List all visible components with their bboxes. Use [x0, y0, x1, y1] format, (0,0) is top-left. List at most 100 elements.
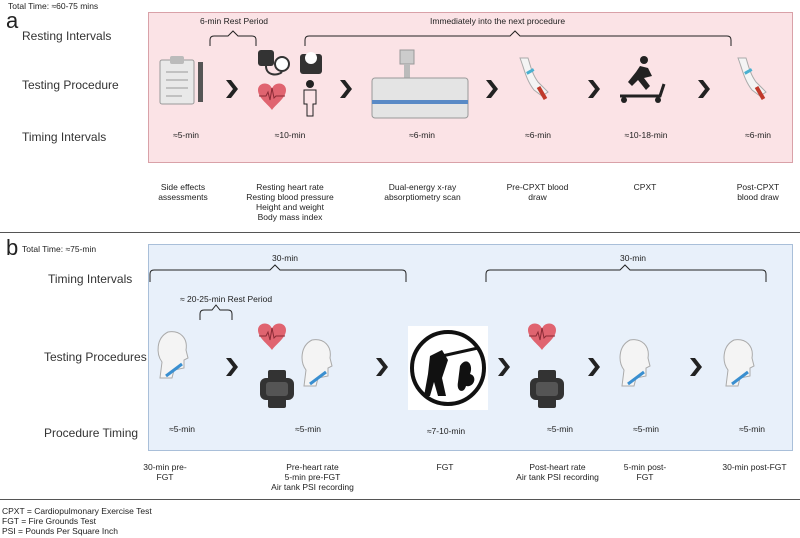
- desc-a-2-line: Height and weight: [255, 202, 325, 212]
- desc-b-1-line: FGT: [156, 472, 174, 482]
- rest-period-b-brace: [199, 304, 233, 320]
- desc-a-2-line: Resting blood pressure: [246, 192, 334, 202]
- blood-draw-arm-icon: [737, 57, 767, 101]
- desc-a-6-line: Post-CPXT: [736, 182, 780, 192]
- row-label-timing-intervals: Timing Intervals: [22, 130, 107, 144]
- desc-b-3-line: FGT: [436, 462, 454, 472]
- desc-a-2: Resting heart rate Resting blood pressur…: [235, 182, 345, 222]
- desc-b-1-line: 30-min pre-: [143, 462, 187, 472]
- clipboard-icon: [159, 56, 203, 105]
- panel-a-letter: a: [6, 8, 19, 33]
- section-divider: [0, 232, 800, 233]
- timing-b-6: ≈5-min: [739, 424, 765, 434]
- row-label-testing-procedure: Testing Procedure: [22, 78, 119, 92]
- desc-b-4: Post-heart rate Air tank PSI recording: [500, 462, 615, 482]
- timing-a-3: ≈6-min: [409, 130, 435, 140]
- row-label-timing-intervals-b: Timing Intervals: [48, 272, 133, 286]
- desc-b-4-line: Post-heart rate: [529, 462, 586, 472]
- smartwatch-icon: [530, 370, 564, 408]
- chevron-right-icon: [698, 80, 710, 98]
- blood-draw-arm-icon: [519, 57, 549, 101]
- desc-a-4-line: draw: [528, 192, 547, 202]
- desc-b-5: 5-min post- FGT: [610, 462, 680, 482]
- dxa-scanner-icon: [371, 49, 469, 119]
- panel-b-total-time: Total Time: ≈75-min: [22, 244, 97, 254]
- chevron-right-icon: [690, 358, 702, 376]
- rest-period-label: 6-min Rest Period: [200, 16, 269, 26]
- desc-b-4-line: Air tank PSI recording: [516, 472, 599, 482]
- interval-right-label: 30-min: [620, 253, 646, 263]
- interval-left-label: 30-min: [272, 253, 298, 263]
- desc-a-4-line: Pre-CPXT blood: [506, 182, 569, 192]
- spirometry-head-icon: [722, 338, 756, 388]
- scale-icon: [300, 52, 322, 74]
- firefighter-icon: [408, 326, 488, 410]
- chevron-right-icon: [588, 358, 600, 376]
- footnotes: CPXT = Cardiopulmonary Exercise Test FGT…: [2, 506, 152, 536]
- chevron-right-icon: [498, 358, 510, 376]
- timing-a-5: ≈10-18-min: [624, 130, 668, 140]
- desc-a-5: CPXT: [610, 182, 680, 192]
- desc-b-5-line: 5-min post-: [623, 462, 667, 472]
- spirometry-head-icon: [618, 338, 652, 388]
- chevron-right-icon: [376, 358, 388, 376]
- desc-b-2-line: Pre-heart rate: [286, 462, 339, 472]
- row-label-testing-procedures: Testing Procedures: [44, 350, 147, 364]
- timing-b-3: ≈7-10-min: [426, 426, 466, 436]
- heart-icon: [257, 82, 287, 111]
- rest-period-brace: [209, 30, 257, 46]
- footnote-fgt: FGT = Fire Grounds Test: [2, 516, 96, 526]
- timing-b-5: ≈5-min: [633, 424, 659, 434]
- desc-a-5-line: CPXT: [633, 182, 657, 192]
- desc-a-4: Pre-CPXT blood draw: [495, 182, 580, 202]
- desc-a-1: Side effects assessments: [143, 182, 223, 202]
- timing-a-4: ≈6-min: [525, 130, 551, 140]
- desc-b-5-line: FGT: [636, 472, 654, 482]
- blood-pressure-icon: [258, 50, 290, 76]
- footnote-divider: [0, 499, 800, 500]
- desc-a-6-line: blood draw: [737, 192, 779, 202]
- panel-a-total-time: Total Time: ≈60-75 mins: [8, 1, 99, 11]
- footnote-psi: PSI = Pounds Per Square Inch: [2, 526, 119, 536]
- desc-a-3: Dual-energy x-ray absorptiometry scan: [370, 182, 475, 202]
- chevron-right-icon: [486, 80, 498, 98]
- interval-left-brace: [149, 264, 407, 282]
- person-icon: [303, 80, 317, 117]
- chevron-right-icon: [340, 80, 352, 98]
- desc-b-2-line: Air tank PSI recording: [271, 482, 354, 492]
- chevron-right-icon: [226, 80, 238, 98]
- smartwatch-icon: [260, 370, 294, 408]
- treadmill-runner-icon: [620, 56, 666, 103]
- desc-b-2: Pre-heart rate 5-min pre-FGT Air tank PS…: [255, 462, 370, 492]
- timing-a-6: ≈6-min: [745, 130, 771, 140]
- desc-b-1: 30-min pre- FGT: [130, 462, 200, 482]
- desc-a-2-line: Resting heart rate: [256, 182, 324, 192]
- row-label-resting-intervals: Resting Intervals: [22, 29, 112, 43]
- desc-a-3-line: absorptiometry scan: [384, 192, 461, 202]
- timing-a-2: ≈10-min: [274, 130, 306, 140]
- chevron-right-icon: [226, 358, 238, 376]
- next-procedure-brace: [304, 30, 732, 46]
- heart-icon: [527, 322, 557, 351]
- desc-b-3: FGT: [420, 462, 470, 472]
- panel-b-letter: b: [6, 235, 19, 260]
- interval-right-brace: [485, 264, 767, 282]
- desc-a-1-line: Side effects: [160, 182, 206, 192]
- row-label-procedure-timing: Procedure Timing: [44, 426, 139, 440]
- timing-b-2: ≈5-min: [295, 424, 321, 434]
- footnote-cpxt: CPXT = Cardiopulmonary Exercise Test: [2, 506, 152, 516]
- timing-a-1: ≈5-min: [173, 130, 199, 140]
- timing-b-4: ≈5-min: [547, 424, 573, 434]
- desc-a-2-line: Body mass index: [257, 212, 323, 222]
- panel-b-box: [148, 244, 793, 451]
- next-procedure-label: Immediately into the next procedure: [430, 16, 566, 26]
- rest-period-b-label: ≈ 20-25-min Rest Period: [180, 294, 273, 304]
- desc-b-6-line: 30-min post-FGT: [722, 462, 787, 472]
- desc-b-2-line: 5-min pre-FGT: [284, 472, 341, 482]
- chevron-right-icon: [588, 80, 600, 98]
- desc-b-6: 30-min post-FGT: [712, 462, 797, 472]
- desc-a-3-line: Dual-energy x-ray: [388, 182, 457, 192]
- timing-b-1: ≈5-min: [169, 424, 195, 434]
- spirometry-head-icon: [156, 330, 190, 380]
